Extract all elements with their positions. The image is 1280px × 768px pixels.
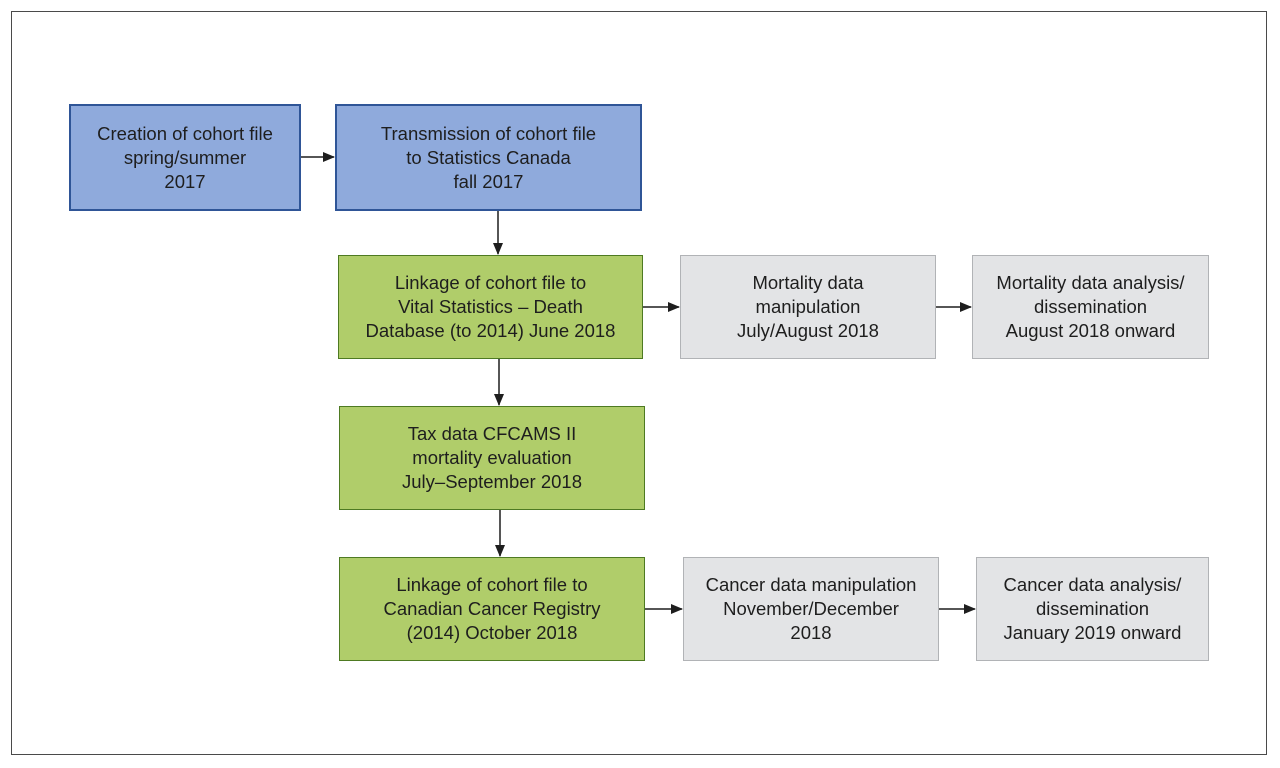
linkage-cancer-registry-box: Linkage of cohort file to Canadian Cance… xyxy=(339,557,645,661)
box-line: Mortality data xyxy=(752,272,864,293)
box-line: Vital Statistics – Death xyxy=(398,296,583,317)
box-line: Mortality data analysis/ xyxy=(996,272,1185,293)
box-line: Database (to 2014) June 2018 xyxy=(365,320,616,341)
diagram-frame xyxy=(11,11,1267,755)
box-line: spring/summer xyxy=(123,146,247,168)
box-line: 2017 xyxy=(164,170,206,192)
box-line: Transmission of cohort file xyxy=(380,122,597,144)
transmission-box: Transmission of cohort file to Statistic… xyxy=(335,104,642,211)
mortality-data-analysis-box: Mortality data analysis/ dissemination A… xyxy=(972,255,1209,359)
linkage-vital-statistics-box: Linkage of cohort file to Vital Statisti… xyxy=(338,255,643,359)
box-line: dissemination xyxy=(1035,598,1150,619)
box-line: fall 2017 xyxy=(453,170,524,192)
box-line: January 2019 onward xyxy=(1003,622,1182,643)
box-line: Tax data CFCAMS II xyxy=(407,423,577,444)
box-line: 2018 xyxy=(790,622,832,643)
box-line: dissemination xyxy=(1033,296,1148,317)
box-line: manipulation xyxy=(755,296,861,317)
box-line: to Statistics Canada xyxy=(406,146,571,168)
box-line: Linkage of cohort file to xyxy=(396,574,588,595)
box-line: November/December xyxy=(723,598,899,619)
box-line: Cancer data analysis/ xyxy=(1003,574,1182,595)
mortality-data-manipulation-box: Mortality data manipulation July/August … xyxy=(680,255,936,359)
box-line: July/August 2018 xyxy=(737,320,879,341)
box-line: (2014) October 2018 xyxy=(406,622,578,643)
box-line: Canadian Cancer Registry xyxy=(383,598,601,619)
box-line: August 2018 onward xyxy=(1005,320,1176,341)
box-line: Creation of cohort file xyxy=(97,122,273,144)
box-line: Linkage of cohort file to xyxy=(394,272,587,293)
creation-of-cohort-file-box: Creation of cohort file spring/summer 20… xyxy=(69,104,301,211)
cancer-data-analysis-box: Cancer data analysis/ dissemination Janu… xyxy=(976,557,1209,661)
box-line: mortality evaluation xyxy=(412,447,572,468)
box-line: Cancer data manipulation xyxy=(705,574,917,595)
box-line: July–September 2018 xyxy=(402,471,582,492)
cancer-data-manipulation-box: Cancer data manipulation November/Decemb… xyxy=(683,557,939,661)
tax-data-evaluation-box: Tax data CFCAMS II mortality evaluation … xyxy=(339,406,645,510)
